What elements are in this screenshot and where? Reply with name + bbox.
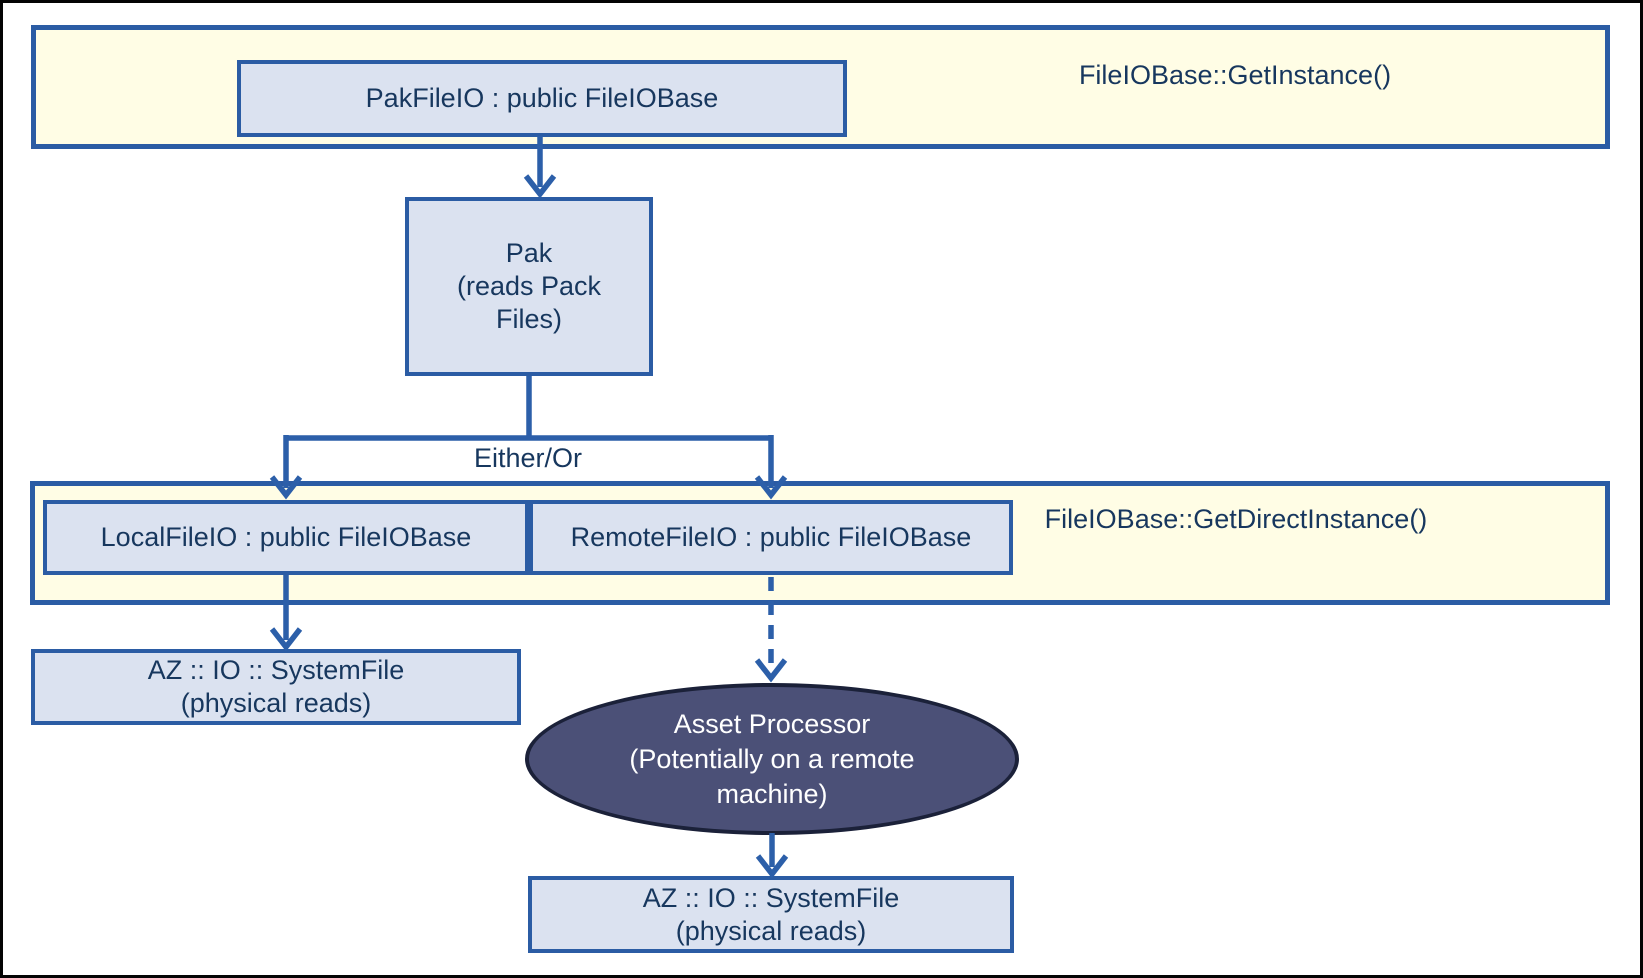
remotefileio-node-label: RemoteFileIO : public FileIOBase [570,522,972,552]
local-systemfile-line2: (physical reads) [180,688,372,718]
asset-processor-line2: (Potentially on a remote [629,743,915,774]
asset-processor-node: Asset Processor (Potentially on a remote… [525,683,1019,835]
pakfileio-node-label: PakFileIO : public FileIOBase [365,83,719,113]
either-or-label: Either/Or [473,443,583,473]
localfileio-node: LocalFileIO : public FileIOBase [43,500,529,575]
pak-node-line1: Pak [505,238,553,268]
getinstance-annotation: FileIOBase::GetInstance() [1078,60,1392,90]
localfileio-node-label: LocalFileIO : public FileIOBase [100,522,472,552]
asset-processor-line3: machine) [716,778,828,809]
remote-systemfile-line2: (physical reads) [675,915,867,946]
getdirectinstance-annotation: FileIOBase::GetDirectInstance() [1044,504,1428,534]
arrow-assetprocessor-to-systemfile-head [755,854,789,879]
remote-systemfile-line1: AZ :: IO :: SystemFile [642,882,900,913]
arrow-local-to-systemfile-head [269,627,303,652]
local-systemfile-line1: AZ :: IO :: SystemFile [147,655,405,685]
local-systemfile-node: AZ :: IO :: SystemFile (physical reads) [31,649,521,725]
pak-node-line3: Files) [496,304,562,334]
pak-node: Pak (reads Pack Files) [405,197,653,376]
arrow-remote-to-assetprocessor-head [754,658,788,683]
remotefileio-node: RemoteFileIO : public FileIOBase [529,500,1013,575]
arrow-pakfileio-to-pak-head [523,174,557,199]
pak-node-line2: (reads Pack [456,271,602,301]
remote-systemfile-node: AZ :: IO :: SystemFile (physical reads) [528,876,1014,953]
asset-processor-line1: Asset Processor [673,708,871,739]
pakfileio-node: PakFileIO : public FileIOBase [237,60,847,137]
